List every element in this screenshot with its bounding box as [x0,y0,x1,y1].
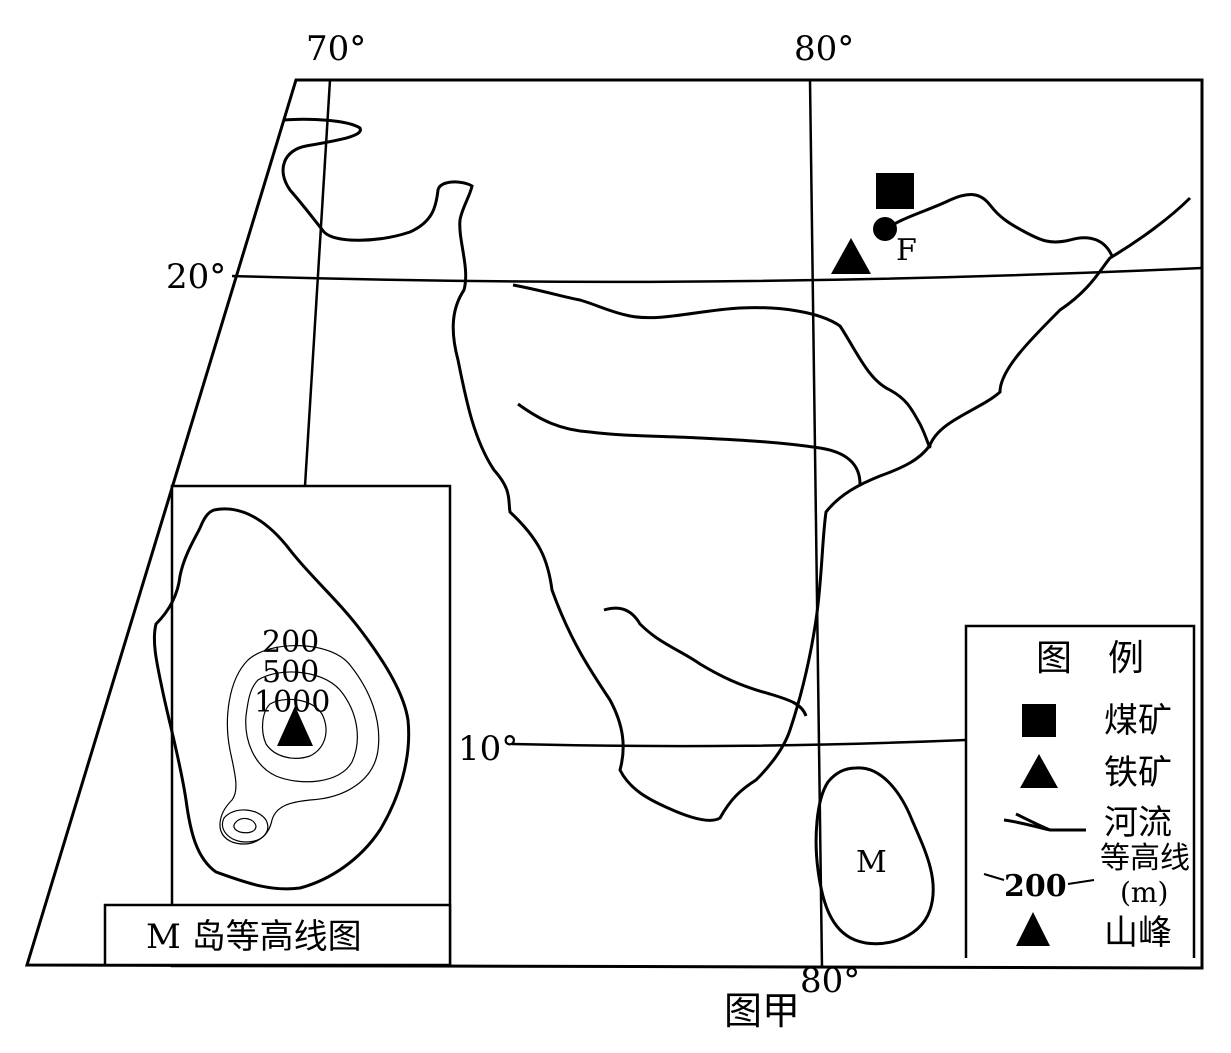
lon-label-80-top: 80° [794,29,854,69]
legend-coal-icon [1022,704,1056,737]
lat-label-10: 10° [458,729,518,769]
contour-500 [245,671,358,783]
river-3 [603,606,808,717]
lon-label-70: 70° [306,29,366,69]
parallel-10 [511,738,967,748]
inset-map: 200 500 1000 M 岛等高线图 [103,484,452,968]
island-m [814,766,935,946]
contour-label-1000: 1000 [254,685,330,720]
legend-river-icon [1003,812,1086,832]
inset-coastline [152,507,411,891]
legend-peak-label: 山峰 [1104,913,1172,953]
legend-iron-label: 铁矿 [1104,753,1172,793]
contour-small-inner [233,817,257,834]
river-1 [512,283,932,449]
river-2 [517,402,862,485]
legend-contour-sample: 200 [1004,869,1067,904]
lon-label-80-bottom: 80° [800,961,860,1001]
contour-1000 [261,698,327,759]
lat-label-20: 20° [166,257,226,297]
contour-200 [219,645,380,845]
map-frame [24,78,1204,970]
contour-label-500: 500 [262,655,319,690]
peak-icon [277,706,313,746]
inset-title-box [103,903,452,967]
legend: 图 例 煤矿 铁矿 河流 200 等高线 (m) 山峰 [964,624,1196,958]
island-m-label: M [856,845,887,880]
point-f-label: F [896,233,917,268]
legend-peak-icon [1016,912,1050,946]
iron-mine-marker-icon [831,238,871,274]
point-f-marker-icon [873,217,897,241]
meridian-70 [303,79,332,487]
legend-iron-icon [1020,754,1058,788]
legend-contour-line-right [1067,879,1095,885]
coastline [281,117,1192,822]
figure-caption: 图甲 [724,989,800,1033]
parallel-20 [231,266,1203,284]
contour-small-outer [221,809,269,843]
legend-contour-line-left [983,873,1005,881]
contour-label-200: 200 [262,625,319,660]
legend-river-label: 河流 [1104,803,1172,843]
coal-mine-marker-icon [876,173,914,209]
legend-contour-unit: (m) [1120,876,1168,909]
legend-contour-label: 等高线 [1100,841,1190,876]
legend-title: 图 例 [1036,638,1144,679]
meridian-80 [808,79,824,969]
legend-coal-label: 煤矿 [1104,701,1172,741]
inset-title: M 岛等高线图 [146,917,362,957]
north-coast [884,193,1114,257]
